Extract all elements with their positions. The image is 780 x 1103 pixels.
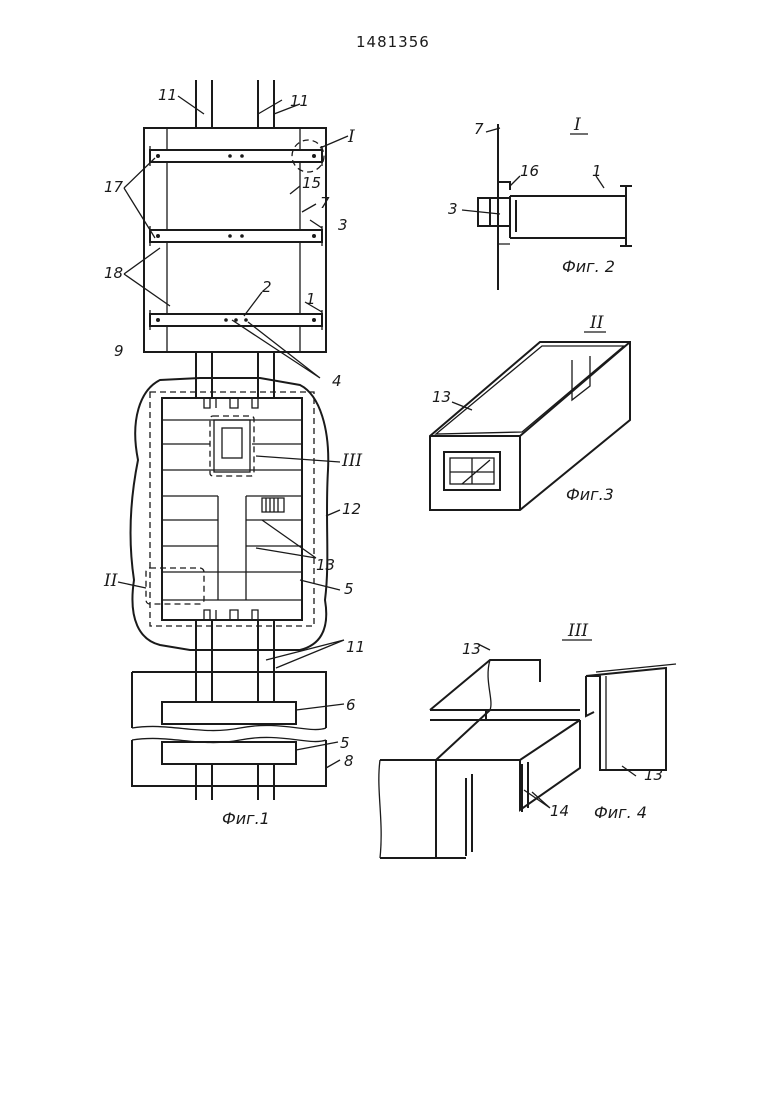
fig4-label-13a: 13 [462, 640, 481, 658]
rails-mid [196, 352, 274, 398]
fig2-label-1: 1 [592, 162, 602, 180]
label-2: 2 [262, 278, 272, 296]
fig4-label-13b: 13 [644, 766, 663, 784]
label-5a: 5 [344, 580, 354, 598]
caption-fig4: Фиг. 4 [594, 803, 647, 822]
rails-bottom [196, 620, 274, 672]
detail-frame-III [210, 416, 254, 476]
building-plan [162, 398, 302, 620]
label-17: 17 [104, 178, 124, 196]
patent-number: 1481356 [356, 33, 430, 51]
label-9: 9 [114, 342, 124, 360]
label-11c: 11 [346, 638, 365, 656]
building-dashed [150, 392, 314, 626]
label-I: I [347, 127, 355, 147]
label-4: 4 [332, 372, 342, 390]
building-rooms [162, 398, 302, 620]
caption-fig2: Фиг. 2 [562, 257, 615, 276]
fig2: I 7 16 1 3 Фиг. 2 [448, 115, 632, 290]
fig2-label-16: 16 [520, 162, 539, 180]
block-left [380, 760, 436, 858]
fig3-label-13: 13 [432, 388, 451, 406]
fig2-label-7: 7 [474, 120, 484, 138]
fig4-label-14: 14 [550, 802, 569, 820]
label-11a: 11 [158, 86, 177, 104]
label-1: 1 [306, 290, 316, 308]
label-18: 18 [104, 264, 123, 282]
label-13: 13 [316, 556, 335, 574]
lower-foundation [132, 672, 326, 800]
fig1: 11 11 I 15 17 7 3 18 2 1 9 4 III 12 13 I… [103, 80, 365, 828]
fig2-label-3: 3 [448, 200, 458, 218]
fig3-label-II: II [589, 313, 604, 333]
label-7: 7 [320, 194, 330, 212]
ground-outline [131, 378, 329, 650]
label-8: 8 [344, 752, 354, 770]
label-II: II [103, 571, 118, 591]
caption-fig3: Фиг.3 [566, 485, 614, 504]
beam-bottom [150, 310, 322, 330]
beam-top [150, 146, 322, 166]
detail-frame-II [146, 568, 204, 604]
label-6: 6 [346, 696, 356, 714]
fig4-label-III: III [567, 621, 588, 641]
label-15: 15 [302, 174, 321, 192]
label-3: 3 [338, 216, 348, 234]
beam-middle [150, 226, 322, 246]
label-11b: 11 [290, 92, 309, 110]
label-III: III [341, 451, 362, 471]
block-right [586, 668, 666, 770]
label-5b: 5 [340, 734, 350, 752]
label-12: 12 [342, 500, 361, 518]
fig2-label-I: I [573, 115, 581, 135]
fig4: III 13 13 14 Фиг. 4 [379, 621, 676, 858]
rails-top [196, 80, 274, 128]
fig3: II 13 Фиг.3 [430, 313, 630, 510]
caption-fig1: Фиг.1 [222, 809, 270, 828]
